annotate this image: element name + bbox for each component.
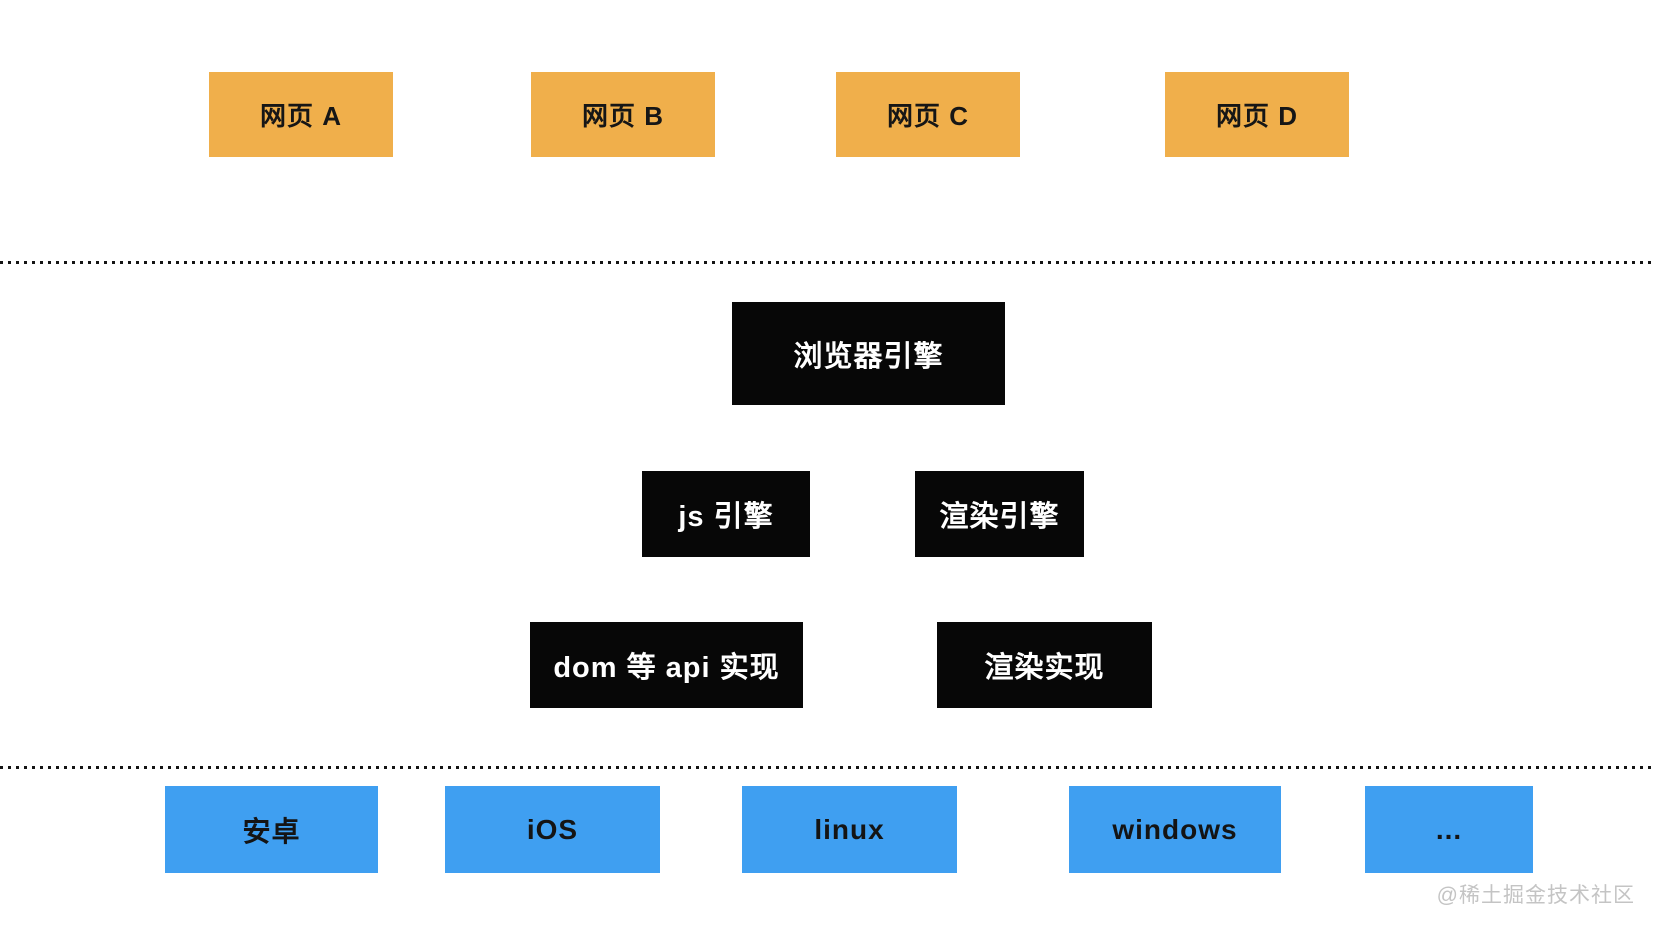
webpage-b-box: 网页 B <box>531 72 715 157</box>
separator-dotted-line-top <box>0 261 1656 264</box>
dom-api-implementation-box: dom 等 api 实现 <box>530 622 803 708</box>
platform-box-ellipsis: ... <box>1365 786 1533 873</box>
separator-dotted-line-bottom <box>0 766 1656 769</box>
platform-box-windows: windows <box>1069 786 1281 873</box>
rendering-engine-box: 渲染引擎 <box>915 471 1084 557</box>
platform-box-ios: iOS <box>445 786 660 873</box>
rendering-implementation-box: 渲染实现 <box>937 622 1152 708</box>
browser-engine-box: 浏览器引擎 <box>732 302 1005 405</box>
webpage-c-box: 网页 C <box>836 72 1020 157</box>
webpage-a-box: 网页 A <box>209 72 393 157</box>
webpage-d-box: 网页 D <box>1165 72 1349 157</box>
js-engine-box: js 引擎 <box>642 471 810 557</box>
watermark-text: @稀土掘金技术社区 <box>1436 884 1635 907</box>
platform-box-android: 安卓 <box>165 786 378 873</box>
platform-box-linux: linux <box>742 786 957 873</box>
